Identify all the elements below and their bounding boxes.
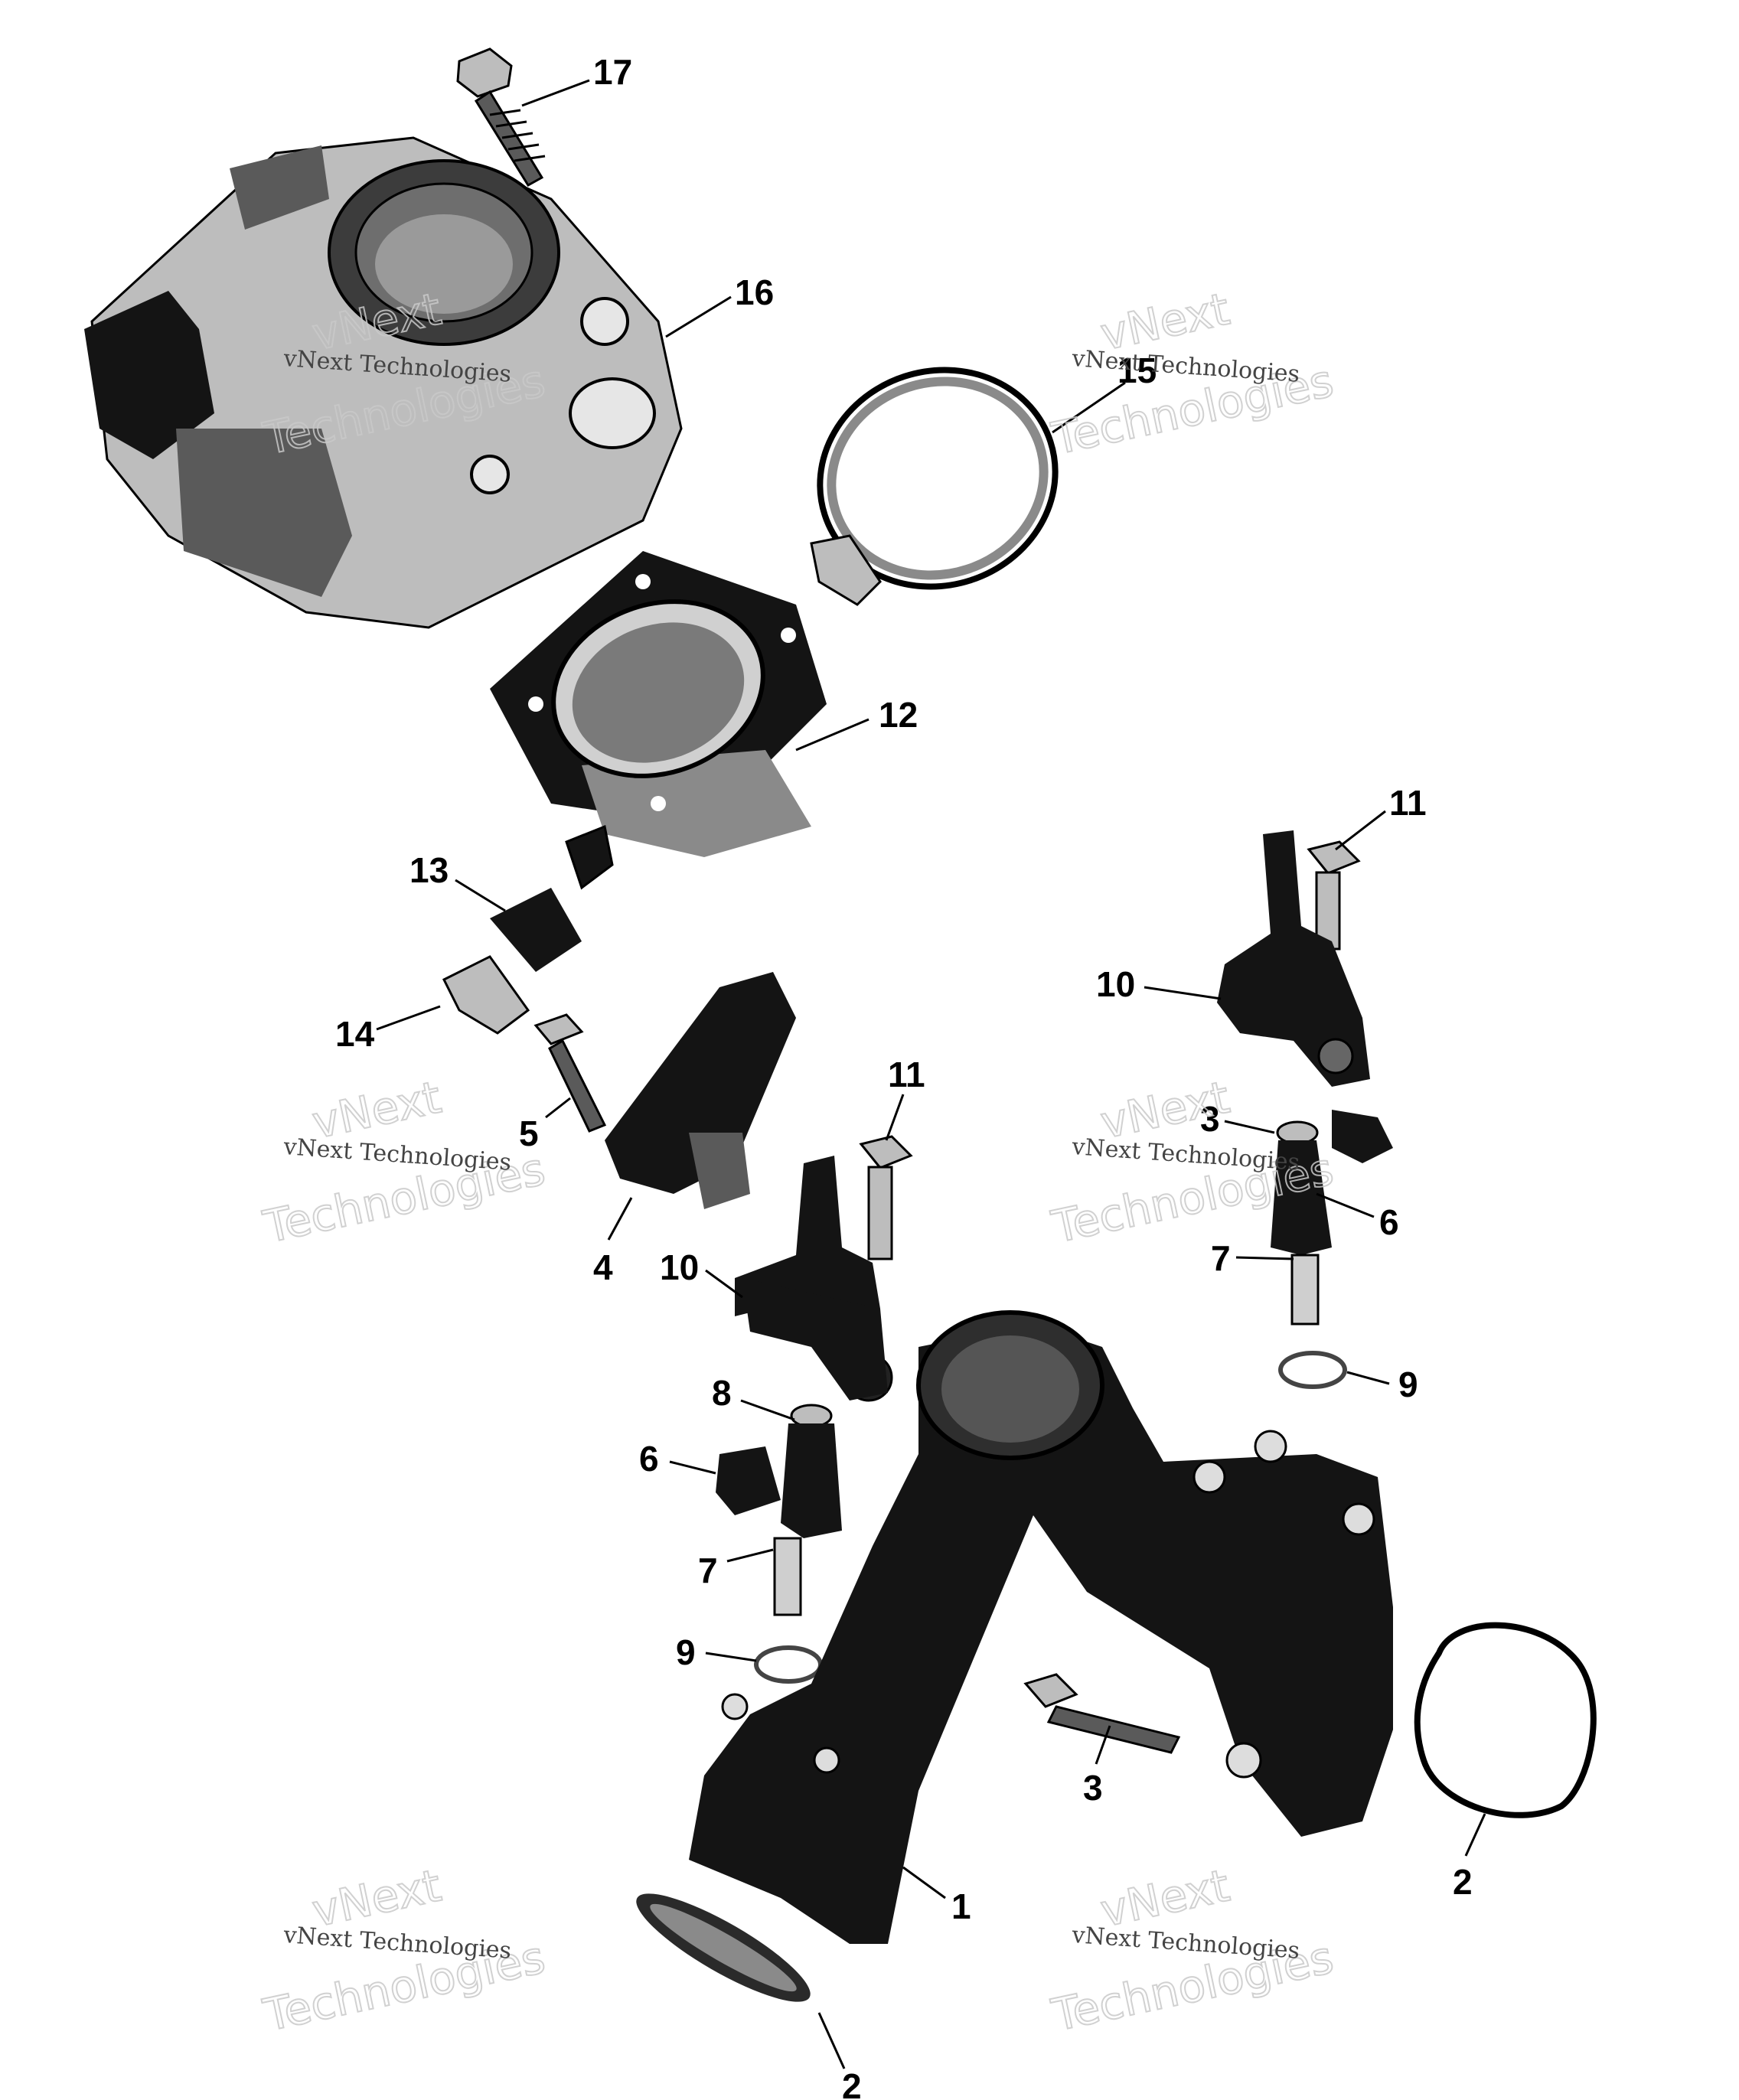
leader-3b	[1095, 1725, 1111, 1765]
part-9-oring-right	[1278, 1351, 1347, 1389]
callout-12: 12	[879, 695, 918, 735]
leader-9b	[705, 1652, 757, 1662]
leader-17	[521, 79, 590, 107]
leader-14	[376, 1005, 441, 1031]
leader-6b	[669, 1460, 716, 1475]
leader-13	[455, 879, 506, 912]
part-2-gasket-bottom	[636, 1893, 811, 2002]
callout-11-center: 11	[888, 1055, 925, 1094]
part-2-gasket-right	[1414, 1622, 1597, 1818]
leader-8	[740, 1399, 795, 1421]
leader-2a	[817, 2012, 846, 2069]
callout-2-bottom: 2	[842, 2066, 862, 2100]
leader-3a	[1224, 1120, 1275, 1134]
watermark-small-mid-left: vNext Technologies	[282, 1133, 512, 1176]
callout-10-right: 10	[1096, 964, 1135, 1004]
callout-4: 4	[593, 1247, 613, 1287]
part-injector-right	[1271, 1110, 1393, 1326]
leader-6a	[1316, 1192, 1375, 1218]
callout-6-right: 6	[1379, 1202, 1399, 1242]
leader-15	[1052, 381, 1126, 434]
part-1-intake-manifold	[689, 1310, 1393, 1944]
leader-4	[607, 1197, 633, 1241]
leader-11b	[1335, 810, 1386, 851]
callout-9-left: 9	[676, 1632, 696, 1672]
callout-17: 17	[593, 52, 632, 92]
part-10-cap-center	[735, 1156, 893, 1402]
part-13-hose	[490, 888, 582, 972]
part-injector-left	[716, 1404, 842, 1616]
callout-7-left: 7	[698, 1551, 718, 1590]
callout-9-right: 9	[1398, 1365, 1418, 1404]
leader-12	[795, 718, 870, 752]
callout-5: 5	[519, 1114, 539, 1153]
part-5-screw	[533, 1013, 607, 1133]
part-11-bolt-right	[1307, 840, 1361, 951]
callout-7-right: 7	[1211, 1238, 1231, 1278]
leader-10a	[705, 1269, 743, 1299]
part-15-clamp	[810, 367, 1059, 606]
leader-11a	[885, 1094, 905, 1141]
callout-15: 15	[1117, 351, 1157, 390]
watermark-small-bottom-right: vNext Technologies	[1070, 1922, 1300, 1965]
callout-16: 16	[735, 272, 774, 312]
part-3-bolt	[1023, 1673, 1181, 1754]
leader-5	[545, 1097, 571, 1119]
callout-3-right: 3	[1200, 1099, 1220, 1139]
callout-1: 1	[951, 1886, 971, 1926]
part-14-clip	[442, 955, 530, 1035]
leader-7b	[726, 1548, 774, 1563]
watermark-small-top-right: vNext Technologies	[1070, 345, 1300, 388]
part-9-oring-left	[754, 1645, 823, 1684]
callout-14: 14	[335, 1014, 375, 1054]
callout-11-right: 11	[1389, 783, 1427, 823]
callout-10-center: 10	[660, 1247, 699, 1287]
part-12-adapter	[490, 551, 827, 890]
part-11-bolt-center	[859, 1135, 913, 1260]
callout-3-center: 3	[1083, 1768, 1103, 1808]
part-16-throttle-body	[84, 136, 683, 629]
leader-2b	[1464, 1813, 1486, 1857]
leader-9a	[1346, 1371, 1390, 1385]
part-10-cap-right	[1217, 830, 1370, 1087]
leader-lines	[376, 79, 1486, 2069]
leader-16	[665, 295, 732, 338]
part-4-sensor	[605, 972, 796, 1209]
watermark-small-bottom-left: vNext Technologies	[282, 1922, 512, 1965]
callout-13: 13	[409, 850, 449, 890]
leader-10b	[1144, 986, 1222, 1000]
leader-1	[902, 1866, 946, 1899]
callout-2-right: 2	[1453, 1862, 1473, 1902]
part-17-screw	[456, 47, 546, 188]
leader-7a	[1235, 1256, 1294, 1260]
callout-labels: 17 16 15 12 13 14 5 4 11 10 11 10 3 6 7 …	[335, 52, 1473, 2100]
callout-6-left: 6	[639, 1439, 659, 1479]
callout-8: 8	[712, 1373, 732, 1413]
watermark-small-mid-right: vNext Technologies	[1070, 1133, 1300, 1176]
